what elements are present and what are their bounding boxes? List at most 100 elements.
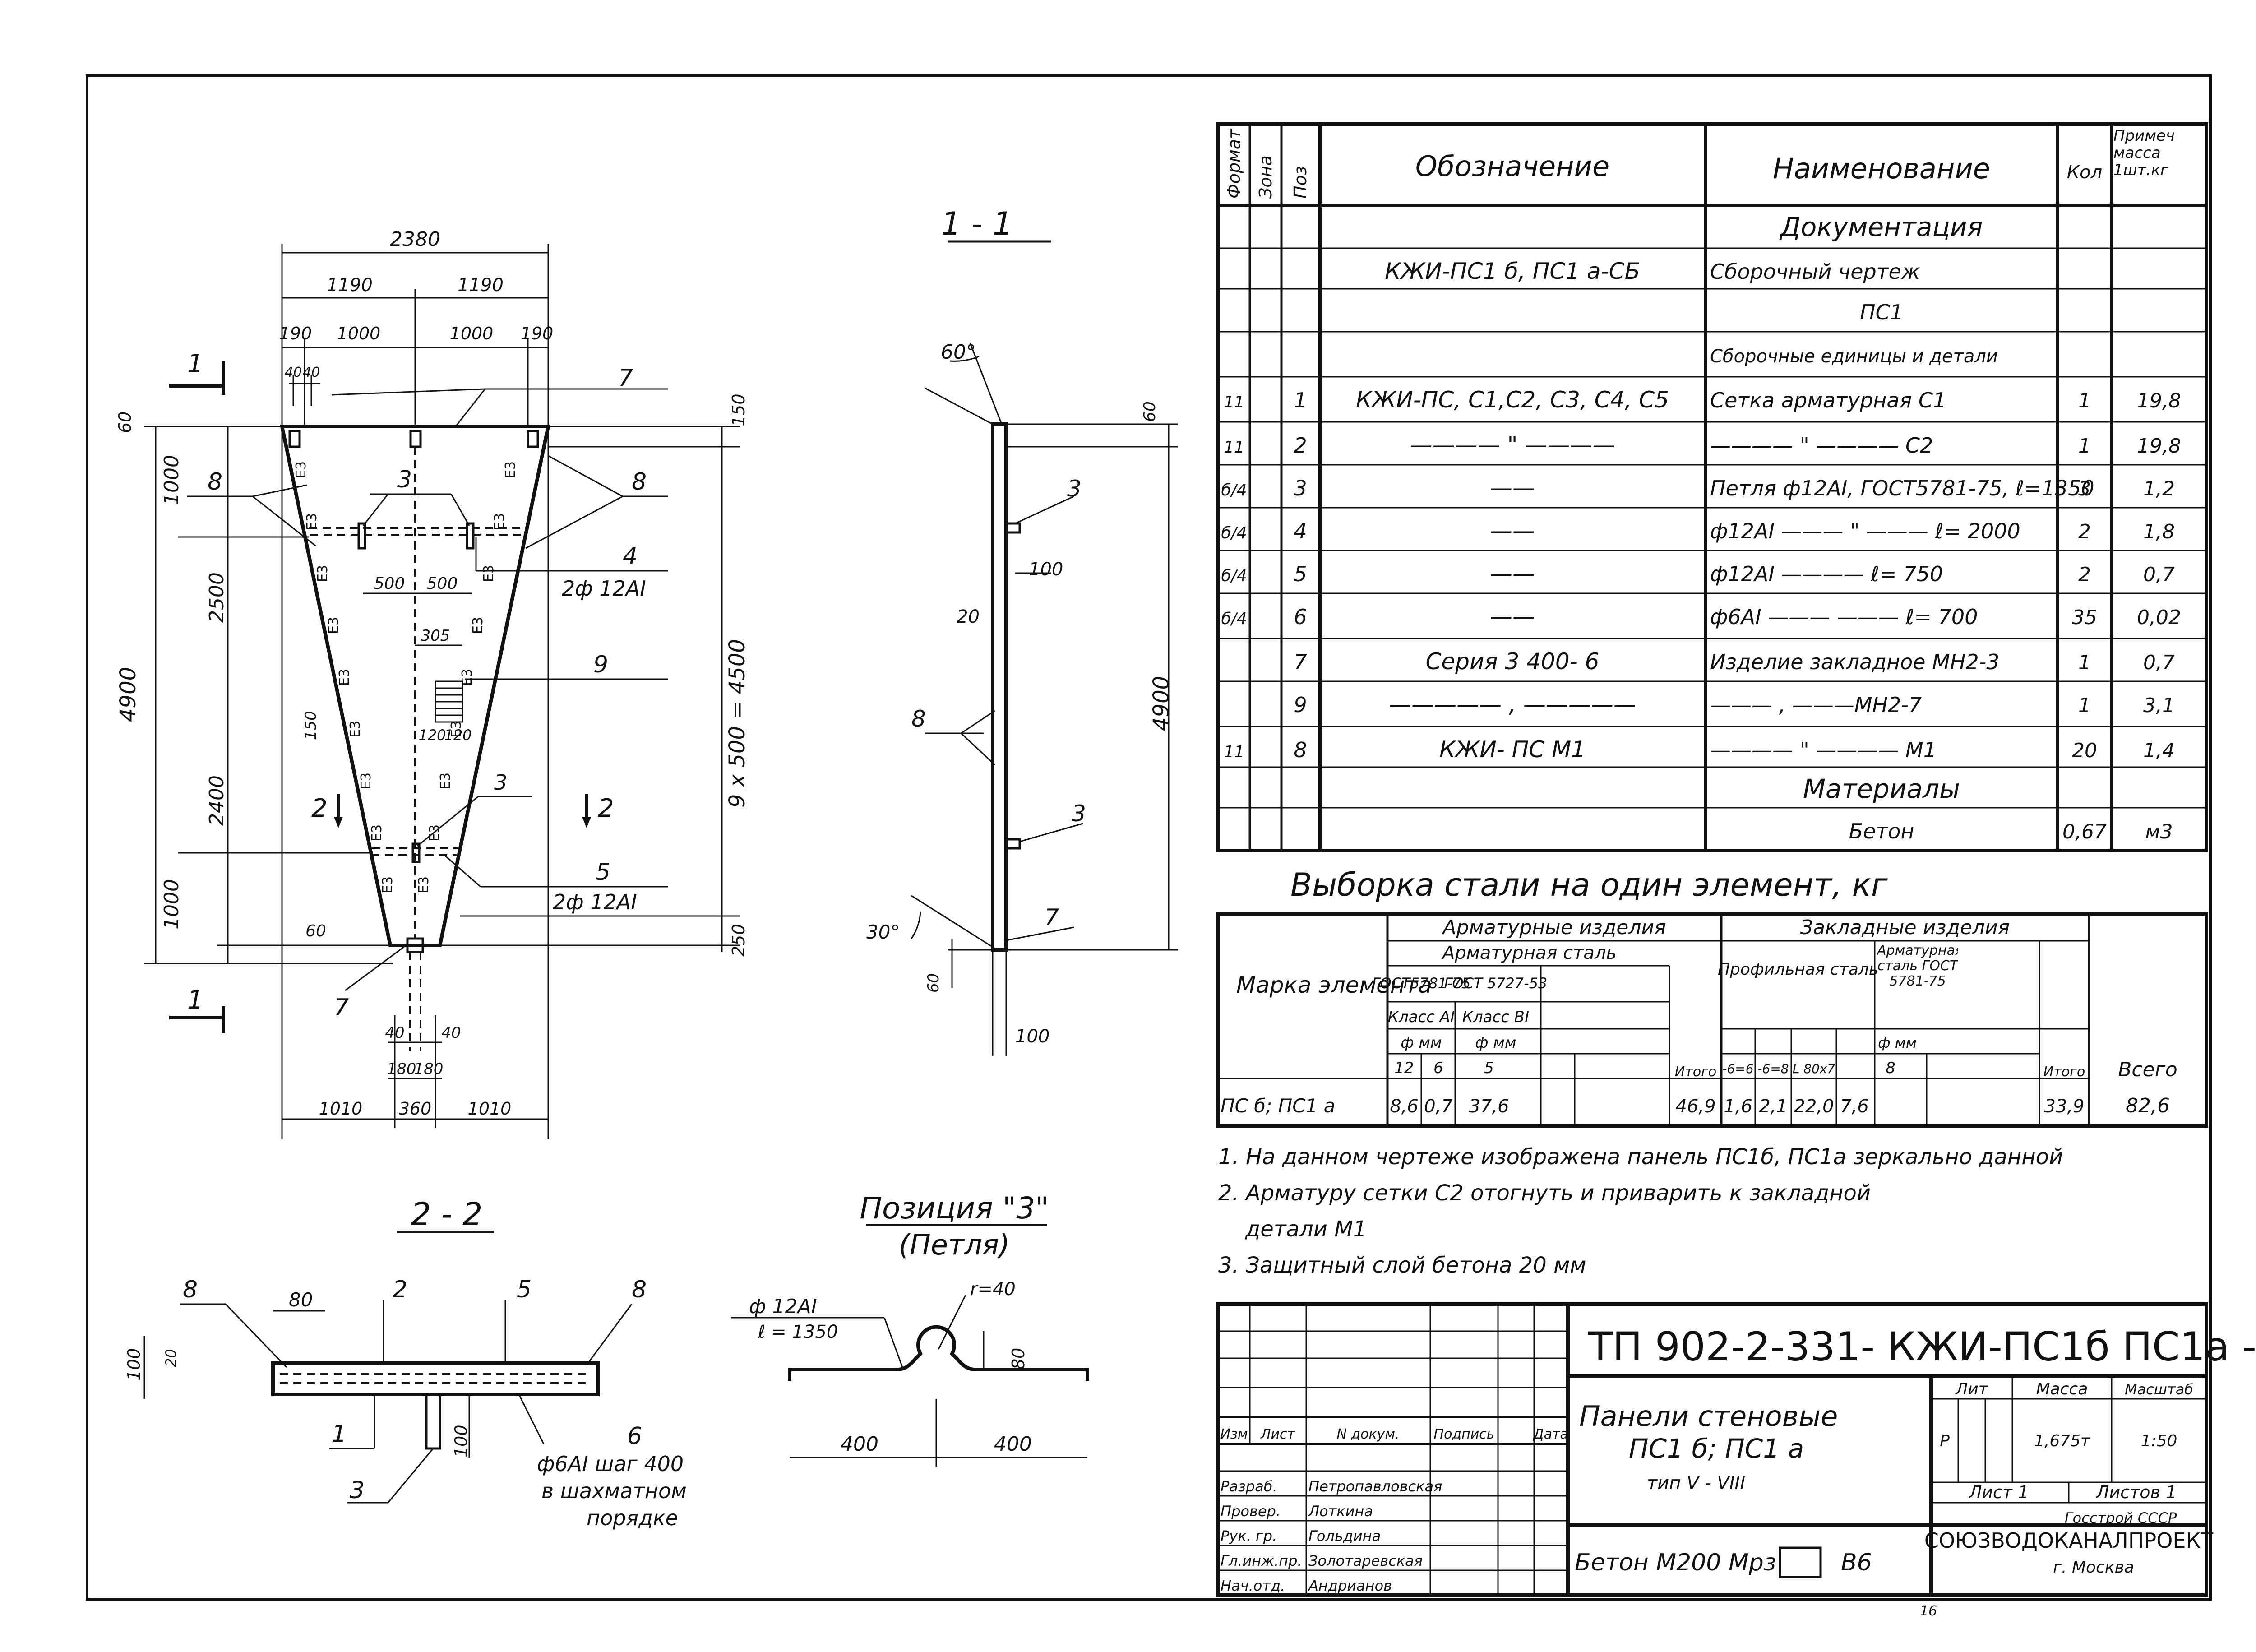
- tb-role: Нач.отд.: [1220, 1577, 1285, 1594]
- spec-cell-designation: ——: [1490, 475, 1535, 501]
- steel-h-reinf: Арматурные изделия: [1441, 916, 1666, 939]
- spec-cell-designation: Серия 3 400- 6: [1426, 648, 1600, 675]
- s22-callout-2: 2: [393, 1276, 407, 1303]
- s11-100: 100: [1029, 559, 1063, 580]
- section-2-2: 2 - 2 8 80 2 5 8 100 20 1 100 3 6 ф6АI ш…: [124, 1196, 687, 1530]
- dim-1000-left-top: 1000: [160, 455, 183, 505]
- steel-v5: 37,6: [1469, 1096, 1509, 1117]
- callout-9: 9: [593, 651, 608, 678]
- tb-person-name: Петропавловская: [1308, 1478, 1442, 1495]
- spec-cell-designation: КЖИ-ПС, С1,С2, С3, С4, С5: [1356, 387, 1669, 413]
- tb-people: Разраб.ПетропавловскаяПровер.ЛоткинаРук.…: [1220, 1478, 1442, 1594]
- weld-mark: Е3: [293, 461, 309, 478]
- steel-h-gost5727: ГОСТ 5727-53: [1444, 975, 1548, 992]
- s22-callout-5: 5: [517, 1276, 532, 1303]
- dim-180a: 180: [387, 1060, 416, 1078]
- steel-h-armsteel2: Арматурная сталь ГОСТ 5781-75: [1877, 943, 1958, 989]
- spec-cell-name: ф12АI ——— " ——— ℓ= 2000: [1710, 519, 2020, 543]
- dim-500b: 500: [427, 574, 458, 593]
- hdr-qty: Кол: [2067, 162, 2102, 183]
- pos3-subtitle: (Петля): [899, 1228, 1010, 1261]
- notes: 1. На данном чертеже изображена панель П…: [1218, 1144, 2063, 1278]
- tb-h-sign: Подпись: [1434, 1426, 1495, 1442]
- spec-cell-note: 19,8: [2137, 435, 2181, 458]
- weld-mark: Е3: [470, 617, 486, 634]
- s11-4900: 4900: [1149, 676, 1174, 731]
- tb-org3: г. Москва: [2053, 1558, 2134, 1577]
- callout-4: 4: [623, 543, 638, 570]
- steel-sub-p3: L 80x7: [1793, 1061, 1835, 1076]
- tb-concrete: Бетон М200 Мрз: [1575, 1549, 1776, 1576]
- dim-1000a: 1000: [337, 324, 381, 343]
- spec-cell-designation: ——: [1490, 603, 1535, 629]
- spec-cell-format: 11: [1224, 438, 1244, 457]
- tb-mass-h: Масса: [2036, 1380, 2088, 1398]
- loop-shape: [788, 1325, 1089, 1381]
- dim-1190b: 1190: [458, 275, 504, 296]
- tb-h-date: Дата: [1532, 1426, 1568, 1442]
- cut-1-bot: 1: [187, 986, 203, 1015]
- tb-org1: Госстрой СССР: [2065, 1509, 2177, 1527]
- dim-40-bot-a: 40: [385, 1024, 404, 1042]
- spec-cell-note: 3,1: [2143, 694, 2175, 717]
- weld-mark: Е3: [358, 773, 374, 790]
- steel-table: Арматурные изделия Закладные изделия Мар…: [1216, 912, 2208, 1128]
- weld-mark: Е3: [448, 721, 464, 738]
- dim-500a: 500: [374, 574, 405, 593]
- spec-cell-qty: 2: [2078, 520, 2091, 543]
- spec-cell-name: Сборочные единицы и детали: [1710, 346, 1998, 367]
- tb-frost-box: [1779, 1546, 1822, 1578]
- note-2b: детали М1: [1245, 1217, 1367, 1242]
- steel-v12: 8,6: [1390, 1096, 1419, 1117]
- spec-cell-name: Сетка арматурная С1: [1710, 388, 1946, 412]
- hdr-pos: Поз: [1290, 166, 1310, 199]
- loop-400a: 400: [841, 1433, 878, 1456]
- dim-60-bot: 60: [305, 922, 326, 940]
- dim-190b: 190: [521, 324, 554, 343]
- steel-sub-5: 5: [1484, 1059, 1494, 1077]
- steel-sub-8: 8: [1886, 1059, 1895, 1077]
- spec-cell-note: 1,4: [2143, 739, 2175, 762]
- steel-h-total2: Итого: [2043, 1064, 2085, 1080]
- section-22-body: [271, 1361, 600, 1396]
- s22-dim-80: 80: [289, 1289, 313, 1311]
- spec-cell-note: 1,8: [2143, 520, 2175, 543]
- dim-40-bot-b: 40: [441, 1024, 461, 1042]
- steel-p3: 22,0: [1794, 1096, 1834, 1117]
- tb-person-name: Лоткина: [1308, 1503, 1373, 1520]
- dim-250-right: 250: [729, 924, 749, 957]
- dim-120b: 120: [444, 727, 472, 744]
- tb-h-list: Лист: [1260, 1426, 1296, 1442]
- spec-cell-name: Материалы: [1803, 773, 1960, 804]
- steel-sub-12: 12: [1394, 1059, 1414, 1077]
- panel-plan: 2380 1190 1190 190 1000 1000 190 40 40: [115, 228, 750, 1139]
- position-3-loop: Позиция "3" (Петля) ф 12АI ℓ = 1350 r=40…: [731, 1191, 1089, 1467]
- dim-1010a: 1010: [319, 1099, 363, 1119]
- callout-7-bot: 7: [334, 994, 349, 1021]
- drawing-sheet: [86, 74, 2212, 1601]
- dim-1010b: 1010: [468, 1099, 512, 1119]
- spec-cell-name: ПС1: [1860, 300, 1903, 324]
- tb-person-name: Золотаревская: [1308, 1552, 1423, 1569]
- spec-cell-designation: КЖИ-ПС1 б, ПС1 а-СБ: [1385, 258, 1640, 284]
- spec-cell-pos: 8: [1294, 738, 1307, 762]
- steel-table-title: Выборка стали на один элемент, кг: [1290, 866, 1888, 903]
- loop-dia: ф 12АI: [749, 1295, 817, 1318]
- cut-2-right: 2: [598, 794, 614, 823]
- callout-8-right: 8: [632, 468, 647, 495]
- weld-mark: Е3: [380, 876, 396, 893]
- spec-cell-format: 11: [1224, 743, 1244, 761]
- steel-sub-6: 6: [1433, 1059, 1443, 1077]
- spec-cell-qty: 35: [2072, 606, 2097, 629]
- spec-cell-note: м3: [2145, 820, 2173, 843]
- note-2: 2. Арматуру сетки С2 отогнуть и приварит…: [1218, 1180, 1871, 1206]
- s22-callout-8a: 8: [183, 1276, 198, 1303]
- spec-cell-format: б/4: [1221, 567, 1247, 585]
- s22-callout-1: 1: [332, 1421, 347, 1448]
- spec-cell-name: ф12АI ———— ℓ= 750: [1710, 562, 1943, 586]
- callout-5-spec: 2ф 12АI: [553, 890, 637, 914]
- spec-cell-qty: 2: [2078, 563, 2091, 586]
- dim-1000b: 1000: [450, 324, 494, 343]
- spec-cell-designation: КЖИ- ПС М1: [1439, 736, 1586, 763]
- section-1-1: 1 - 1 60° 60 3 100 20 8 4900 3 7 30° 60: [866, 205, 1178, 1056]
